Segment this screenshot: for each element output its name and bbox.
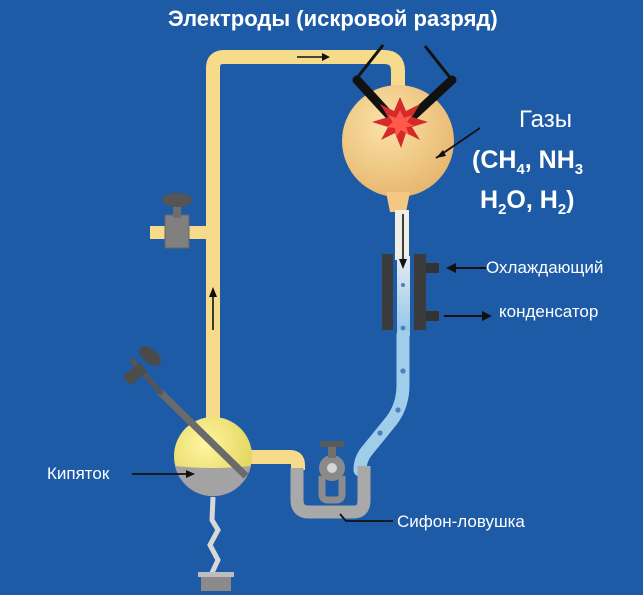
boiling-flask-knob bbox=[138, 346, 162, 366]
gases-label: Газы bbox=[519, 106, 572, 133]
flow-arrow-up-head bbox=[209, 287, 217, 297]
formula-subscript: 3 bbox=[574, 161, 584, 178]
boiling-flask-clamp bbox=[122, 362, 148, 386]
siphon-valve-center bbox=[327, 463, 337, 473]
siphon-valve-stem bbox=[328, 446, 336, 458]
boiling-flask-rod bbox=[157, 389, 249, 479]
condenser-jacket-right bbox=[414, 254, 426, 330]
diagram-title: Электроды (искровой разряд) bbox=[168, 6, 498, 31]
condenser-outlet bbox=[426, 311, 439, 321]
flow-arrow-down-head bbox=[399, 259, 407, 269]
gas-flask bbox=[342, 85, 454, 197]
formula-text: (CH bbox=[472, 146, 517, 174]
gases-formula-line2: H2O, H2) bbox=[480, 186, 575, 218]
side-valve-stem bbox=[173, 204, 181, 218]
boiling-pointer-head bbox=[186, 470, 195, 478]
flask-outlet-tube bbox=[395, 210, 409, 260]
droplet bbox=[400, 325, 406, 331]
boiling-flask-rod-top bbox=[129, 357, 164, 396]
siphon-inner-leg bbox=[318, 476, 346, 504]
siphon-trap-tube bbox=[290, 466, 371, 519]
heater-base-top bbox=[198, 572, 234, 577]
vapor-connector bbox=[248, 450, 305, 470]
formula-subscript: 4 bbox=[516, 161, 525, 178]
siphon-valve-cap bbox=[320, 441, 344, 447]
droplet bbox=[401, 283, 405, 287]
condenser-inlet bbox=[426, 263, 439, 273]
condenser-label-line2: конденсатор bbox=[499, 302, 599, 321]
droplet bbox=[377, 430, 383, 436]
spark-core bbox=[387, 110, 414, 137]
droplet bbox=[400, 368, 406, 374]
siphon-pointer bbox=[339, 513, 393, 522]
formula-subscript: 2 bbox=[498, 201, 507, 218]
gases-formula-line1: (CH4, NH3 bbox=[472, 146, 584, 178]
heater-stem bbox=[207, 496, 221, 577]
gases-pointer-head bbox=[436, 150, 446, 158]
heater-base bbox=[201, 575, 231, 591]
condenser-label-line1: Охлаждающий bbox=[486, 258, 604, 277]
droplet bbox=[395, 407, 401, 413]
side-valve-body bbox=[164, 214, 190, 249]
flow-arrow-top-head bbox=[322, 53, 330, 61]
condensate-tube bbox=[353, 328, 410, 477]
condenser-jacket-left bbox=[382, 254, 393, 330]
formula-text: H bbox=[480, 186, 499, 214]
formula-subscript: 2 bbox=[557, 201, 567, 218]
formula-text: , NH bbox=[524, 146, 575, 174]
boiling-water-label: Кипяток bbox=[47, 464, 110, 483]
condenser-inner-tube bbox=[397, 256, 410, 336]
side-valve-knob bbox=[162, 193, 192, 207]
condenser-in-pointer-head bbox=[446, 263, 456, 273]
formula-text: O, H bbox=[506, 186, 558, 214]
electrode-right-wire bbox=[423, 45, 454, 81]
condenser-out-pointer-head bbox=[482, 311, 492, 321]
formula-text: ) bbox=[566, 186, 575, 214]
siphon-trap-label: Сифон-ловушка bbox=[397, 512, 525, 531]
electrode-left-wire bbox=[355, 44, 385, 79]
flask-neck bbox=[386, 192, 410, 212]
electrode-right-rod bbox=[407, 75, 457, 122]
